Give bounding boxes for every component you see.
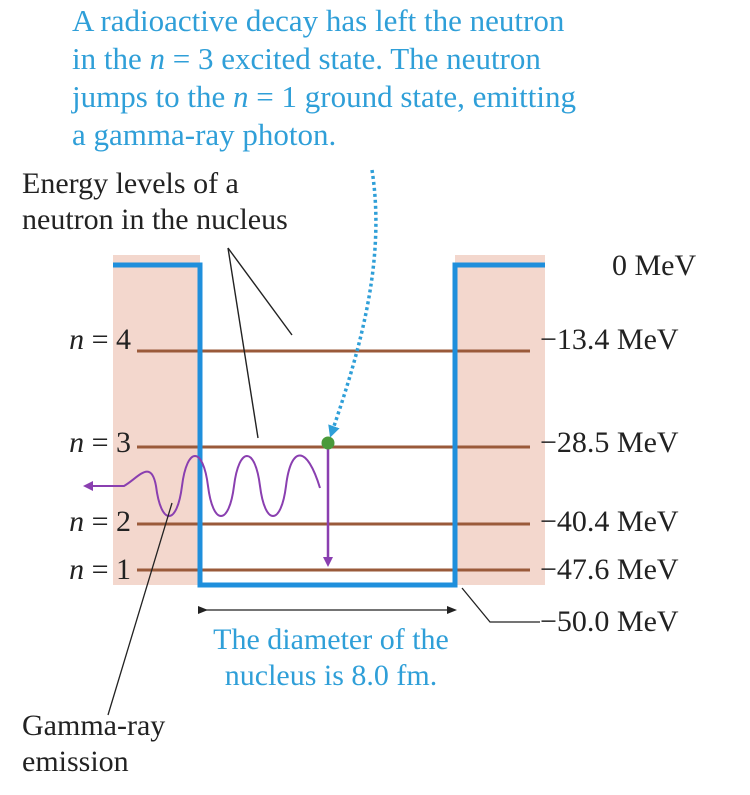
top-caption-line-3: jumps to the n = 1 ground state, emittin… — [72, 79, 576, 114]
gamma-ray-label-line-1: Gamma-ray — [22, 709, 166, 742]
energy-levels-label-line-2: neutron in the nucleus — [22, 203, 288, 236]
levels-pointer-line-1 — [227, 247, 293, 336]
well-bottom-energy-label: −50.0 MeV — [540, 605, 679, 638]
energy-levels-label-line-1: Energy levels of a — [22, 167, 239, 200]
gamma-pointer-line — [107, 502, 173, 716]
well-top-energy-label: 0 MeV — [612, 249, 697, 282]
gamma-ray-label-line-2: emission — [22, 745, 129, 778]
diameter-caption-line-1: The diameter of the — [213, 623, 449, 656]
left-wall-shade — [113, 255, 200, 585]
energy-label-n1: −47.6 MeV — [540, 553, 679, 586]
gamma-ray-wave — [83, 454, 321, 517]
caption-pointer-arrow — [328, 169, 378, 438]
excited-state-dot — [321, 436, 335, 450]
bottom-energy-leader — [461, 587, 540, 623]
top-caption-line-4: a gamma-ray photon. — [72, 117, 337, 152]
top-caption: A radioactive decay has left the neutron… — [72, 2, 576, 154]
potential-well-outline — [113, 262, 545, 588]
energy-label-n2: −40.4 MeV — [540, 505, 679, 538]
level-label-n3: n = 3 — [69, 426, 131, 459]
energy-levels-label: Energy levels of a neutron in the nucleu… — [22, 166, 288, 238]
right-wall-shade — [455, 255, 545, 585]
diameter-caption-line-2: nucleus is 8.0 fm. — [224, 659, 438, 692]
energy-label-n3: −28.5 MeV — [540, 426, 679, 459]
gamma-ray-label: Gamma-ray emission — [22, 708, 165, 780]
level-label-n4: n = 4 — [69, 323, 131, 356]
levels-pointer-line-2 — [227, 247, 259, 439]
top-caption-line-1: A radioactive decay has left the neutron — [72, 3, 565, 38]
top-caption-line-2: in the n = 3 excited state. The neutron — [72, 41, 541, 76]
level-label-n2: n = 2 — [69, 505, 131, 538]
level-label-n1: n = 1 — [69, 553, 131, 586]
energy-label-n4: −13.4 MeV — [540, 323, 679, 356]
diameter-caption: The diameter of the nucleus is 8.0 fm. — [186, 622, 476, 694]
